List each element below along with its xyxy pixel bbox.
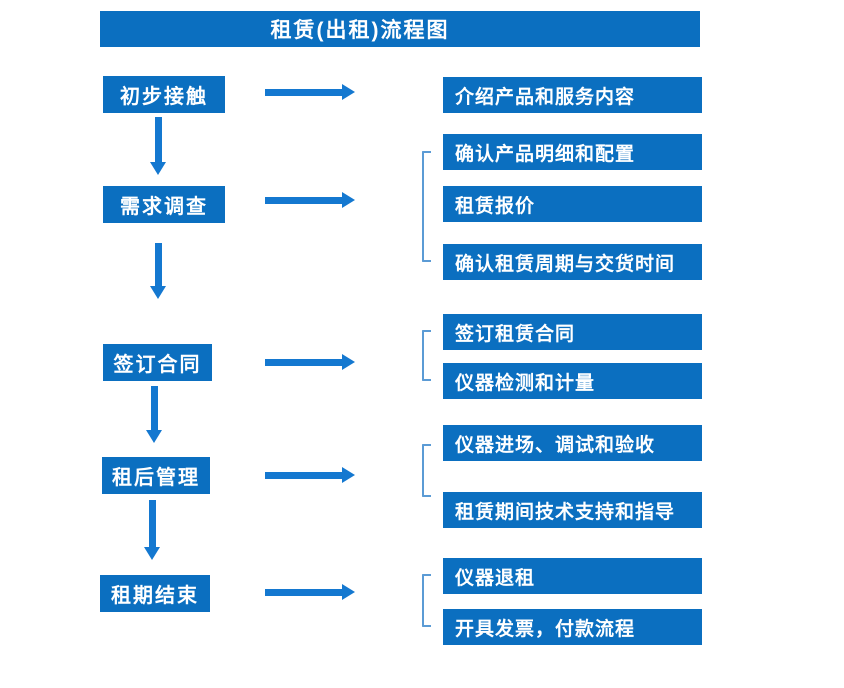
detail-box: 签订租赁合同 bbox=[443, 314, 702, 350]
detail-box: 仪器检测和计量 bbox=[443, 363, 702, 399]
arrow-right-icon bbox=[265, 467, 355, 484]
detail-box: 租赁报价 bbox=[443, 186, 702, 222]
arrow-shaft bbox=[265, 472, 343, 479]
arrow-shaft bbox=[155, 243, 162, 287]
step-sign-contract: 签订合同 bbox=[103, 344, 212, 381]
detail-box: 开具发票，付款流程 bbox=[443, 609, 702, 645]
arrow-shaft bbox=[155, 117, 162, 163]
arrow-shaft bbox=[265, 589, 343, 596]
arrow-shaft bbox=[265, 359, 343, 366]
flowchart-title: 租赁(出租)流程图 bbox=[270, 19, 450, 42]
arrow-head bbox=[342, 354, 355, 370]
step-rental-end: 租期结束 bbox=[100, 575, 210, 612]
detail-box: 确认产品明细和配置 bbox=[443, 134, 702, 170]
bracket bbox=[422, 574, 431, 627]
arrow-right-icon bbox=[265, 192, 355, 209]
bracket bbox=[422, 330, 431, 381]
detail-box: 确认租赁周期与交货时间 bbox=[443, 244, 702, 280]
arrow-head bbox=[150, 162, 166, 175]
arrow-shaft bbox=[265, 89, 343, 96]
arrow-down-icon bbox=[150, 117, 167, 175]
arrow-head bbox=[146, 430, 162, 443]
step-demand-survey: 需求调查 bbox=[103, 186, 225, 223]
detail-box: 仪器退租 bbox=[443, 558, 702, 594]
arrow-right-icon bbox=[265, 584, 355, 601]
flowchart-title-bar: 租赁(出租)流程图 bbox=[100, 11, 700, 47]
arrow-down-icon bbox=[150, 243, 167, 299]
arrow-shaft bbox=[151, 386, 158, 431]
arrow-down-icon bbox=[146, 386, 163, 443]
bracket bbox=[422, 151, 431, 262]
arrow-head bbox=[342, 467, 355, 483]
arrow-down-icon bbox=[144, 500, 161, 560]
arrow-right-icon bbox=[265, 84, 355, 101]
arrow-right-icon bbox=[265, 354, 355, 371]
arrow-head bbox=[144, 547, 160, 560]
arrow-head bbox=[342, 84, 355, 100]
arrow-shaft bbox=[149, 500, 156, 548]
arrow-head bbox=[150, 286, 166, 299]
arrow-shaft bbox=[265, 197, 343, 204]
detail-box: 租赁期间技术支持和指导 bbox=[443, 492, 702, 528]
detail-box: 仪器进场、调试和验收 bbox=[443, 425, 702, 461]
step-initial-contact: 初步接触 bbox=[103, 76, 225, 113]
arrow-head bbox=[342, 584, 355, 600]
bracket bbox=[422, 444, 431, 497]
arrow-head bbox=[342, 192, 355, 208]
detail-box: 介绍产品和服务内容 bbox=[443, 77, 702, 113]
step-post-rental-management: 租后管理 bbox=[102, 457, 210, 494]
